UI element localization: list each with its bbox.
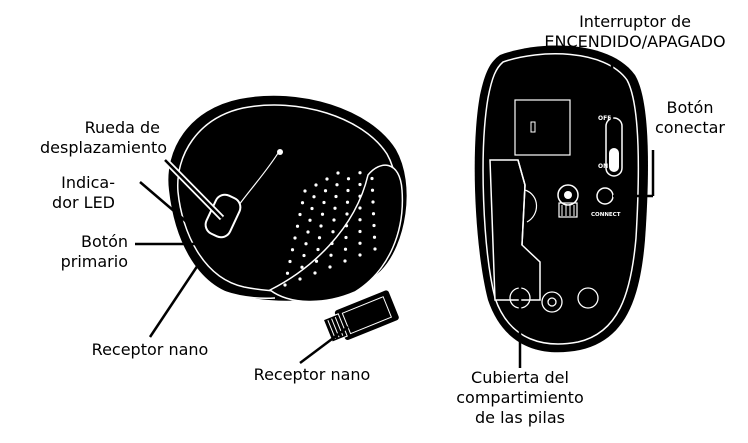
grip-dot [322,200,326,205]
grip-dot [298,212,302,217]
grip-dot [329,253,333,257]
grip-dot [325,177,329,181]
grip-dot [358,218,362,222]
grip-dot [370,176,374,181]
grip-dot [300,265,304,269]
grip-dot [343,259,347,263]
grip-dot [358,194,362,198]
leader-nano-receiver [299,326,349,364]
grip-dot [328,265,332,269]
nano-receiver-drawing [322,290,399,343]
label-nano-receiver-slot: Receptor nano [91,340,209,359]
grip-dot [283,283,287,287]
label-power-switch: Interruptor de ENCENDIDO/APAGADO [544,12,726,51]
grip-dot [346,177,351,181]
grip-dot [293,236,297,240]
optical-sensor [557,184,579,206]
top-plate [514,99,571,156]
foot-pad [541,291,563,313]
mouse-top-view [168,95,407,303]
foot-pad [577,287,599,309]
grip-dots [283,171,377,287]
grip-dot [331,230,335,234]
connect-marking: CONNECT [591,212,621,218]
grip-dot [358,182,362,187]
grip-dot [333,206,337,210]
grip-dot [358,206,362,210]
grip-dot [288,259,292,264]
grip-dot [345,200,350,204]
grip-dot [308,218,312,222]
side-grip [268,164,404,303]
grip-dot [323,189,328,193]
grip-dot [330,241,334,246]
grip-dot [346,188,350,193]
label-connect-button: Botón conectar [654,98,726,137]
grip-dot [306,230,310,234]
grip-dot [345,212,349,216]
grip-dot [334,194,338,199]
grip-dot [316,247,320,252]
label-led-indicator: Indica- dor LED [52,173,115,212]
grip-dot [300,201,305,205]
grip-dot [298,277,302,281]
leader-led [139,181,189,224]
grip-dot [372,223,376,228]
grip-dot [303,189,307,193]
grip-dot [336,171,340,175]
grip-dot [304,242,308,246]
grip-dot [358,241,362,245]
grip-dot [371,212,376,216]
grip-dot [314,259,319,263]
grip-dot [343,247,348,251]
grip-dot [295,224,300,228]
grip-dot [320,212,325,216]
leader-lines [135,58,655,368]
grip-dot [312,195,316,199]
grip-dot [317,236,322,240]
bottom-shell-outline [482,53,640,345]
on-marking: ON [598,163,608,170]
grip-dot [319,224,323,228]
mouse-bottom-view: OFF ON CONNECT [474,45,648,353]
grip-dot [370,188,375,192]
connect-button-drawing [596,187,614,205]
leader-scroll-wheel [164,159,223,219]
grip-dot [310,206,314,211]
label-primary-button: Botón primario [60,232,128,271]
grip-dot [302,253,306,258]
off-marking: OFF [598,115,611,122]
grip-dot [358,253,362,257]
grip-dot [332,218,336,222]
grip-dot [373,247,377,251]
grip-dot [358,229,362,234]
grip-dot [285,271,290,275]
grip-dot [358,171,362,175]
grip-dot [371,200,375,204]
label-battery-cover: Cubierta del compartimiento de las pilas [456,368,584,427]
leader-nano-slot [148,261,202,338]
grip-dot [290,248,295,252]
grip-dot [335,183,339,187]
grip-dot [314,183,318,187]
led-indicator [277,149,283,155]
grip-dot [372,235,377,239]
label-nano-receiver: Receptor nano [253,365,371,384]
grip-dot [344,235,348,240]
label-scroll-wheel: Rueda de desplazamiento [40,118,168,157]
grip-dot [344,224,349,228]
grip-dot [313,271,317,275]
